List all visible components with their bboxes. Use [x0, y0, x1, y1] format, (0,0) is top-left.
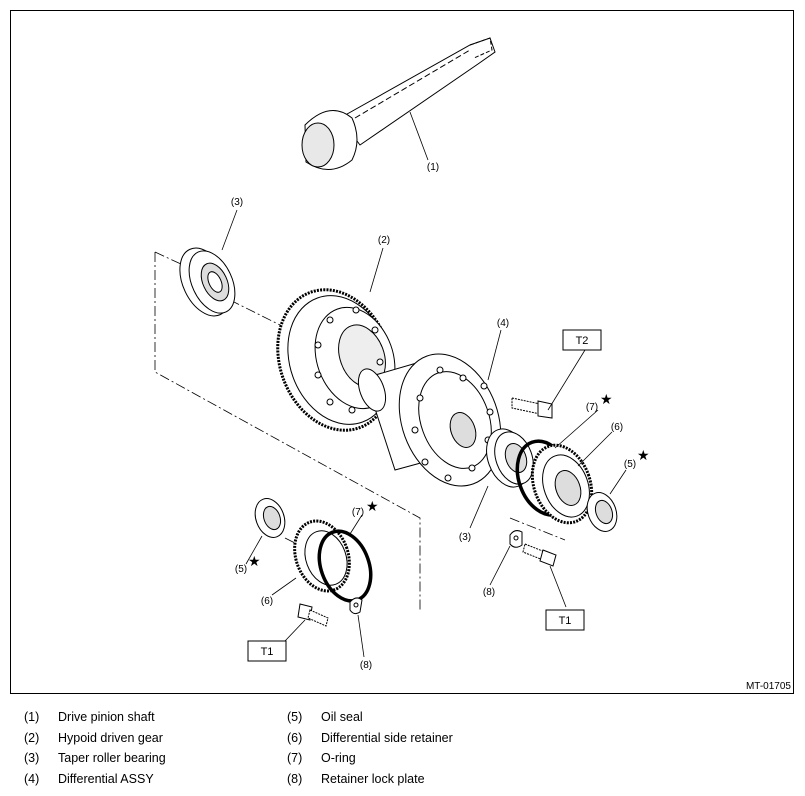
legend-number: (5): [287, 710, 303, 724]
oil-seal-left: [254, 498, 286, 538]
star-icon-5-right: ★: [637, 448, 650, 464]
callout-8-left: (8): [360, 660, 372, 671]
torque-label-t2: T2: [576, 335, 589, 347]
callout-2: (2): [378, 235, 390, 246]
t1-bolt-left: [297, 603, 329, 627]
retainer-lock-plate-left: [349, 597, 363, 615]
legend-number: (6): [287, 730, 303, 745]
legend-number: (7): [287, 751, 303, 765]
torque-label-t1-left: T1: [261, 646, 274, 658]
legend-name: Retainer lock plate: [321, 771, 425, 786]
torque-box-t2: [562, 329, 602, 351]
drive-pinion-shaft: [301, 37, 496, 170]
star-icon-7-right: ★: [600, 392, 613, 408]
callout-5-right: (5): [624, 459, 636, 470]
callout-3-right: (3): [459, 532, 471, 543]
callout-1: (1): [427, 162, 439, 173]
retainer-lock-plate-right: [509, 530, 523, 548]
legend-number: (8): [287, 771, 303, 786]
diagram-frame: [10, 10, 794, 694]
legend-name: Oil seal: [321, 710, 363, 724]
star-icon-7-left: ★: [366, 499, 379, 515]
legend-name: O-ring: [321, 751, 356, 765]
legend-number: (4): [24, 771, 40, 786]
callout-7-right: (7): [586, 402, 598, 413]
legend-name: Drive pinion shaft: [58, 710, 155, 724]
callout-8-right: (8): [483, 587, 495, 598]
legend-name: Hypoid driven gear: [58, 730, 163, 745]
legend-number: (1): [24, 710, 40, 724]
torque-box-t1-left: [247, 640, 287, 662]
star-icon-5-left: ★: [248, 554, 261, 570]
leader-lines: [221, 111, 627, 658]
torque-box-t1-right: [545, 609, 585, 631]
parts-legend: (1) Drive pinion shaft (2) Hypoid driven…: [24, 710, 784, 794]
callout-4: (4): [497, 318, 509, 329]
legend-name: Differential ASSY: [58, 771, 154, 786]
t1-bolt-right: [522, 543, 557, 567]
t2-bolt: [511, 397, 553, 419]
differential-assy: [357, 353, 502, 487]
legend-name: Differential side retainer: [321, 730, 453, 745]
oil-seal-right: [586, 492, 618, 532]
callout-3-left: (3): [231, 197, 243, 208]
taper-roller-bearing-left: [179, 247, 236, 317]
legend-number: (2): [24, 730, 40, 745]
differential-side-retainer-right: [530, 443, 594, 525]
callout-5-left: (5): [235, 564, 247, 575]
callout-6-left: (6): [261, 596, 273, 607]
exploded-view-diagram: T2 T1 T1 (1) (3) (2) (4) (7) (6) (5) (3)…: [154, 37, 650, 671]
callout-7-left: (7): [352, 507, 364, 518]
legend-name: Taper roller bearing: [58, 751, 166, 765]
callout-6-right: (6): [611, 422, 623, 433]
legend-number: (3): [24, 751, 40, 765]
differential-side-retainer-left: [293, 519, 351, 593]
figure-id: MT-01705: [745, 681, 791, 692]
torque-label-t1-right: T1: [559, 615, 572, 627]
